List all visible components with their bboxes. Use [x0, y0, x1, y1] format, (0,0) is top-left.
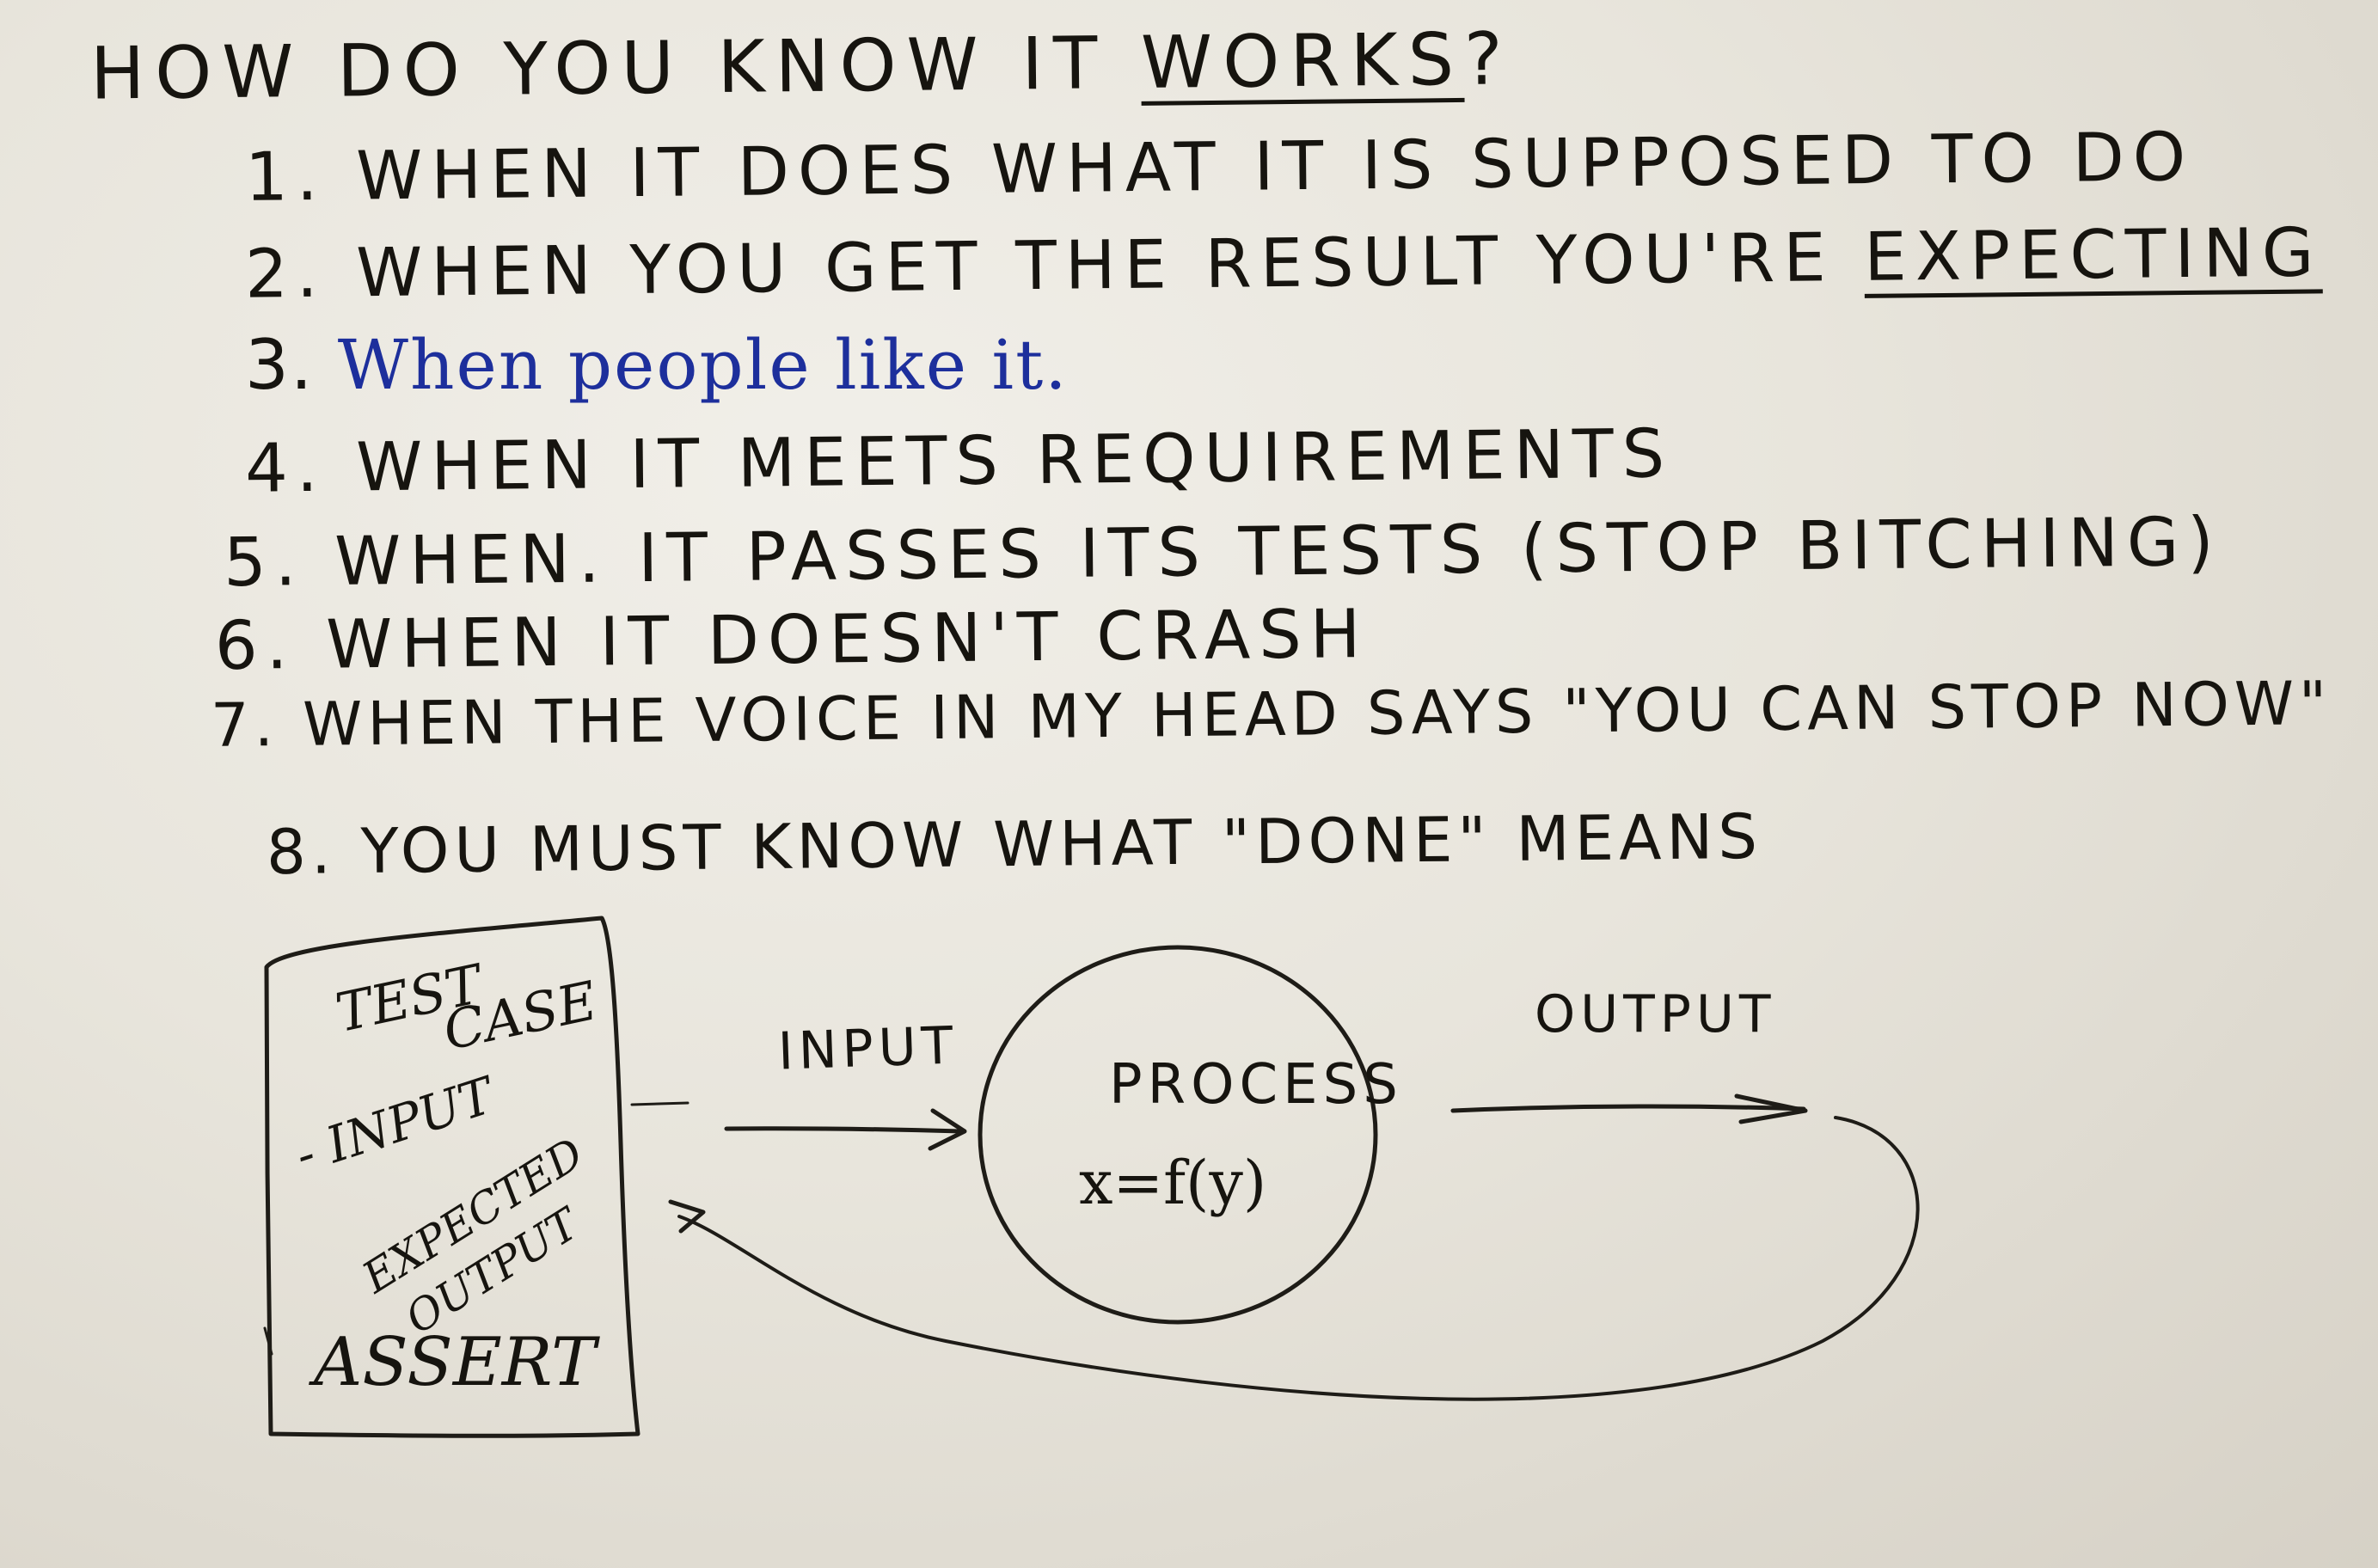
input-arrow [724, 1126, 964, 1134]
process-label: PROCESS [1109, 1053, 1403, 1117]
item-number: 3. [245, 325, 315, 405]
process-circle [978, 945, 1378, 1325]
input-label: INPUT [776, 1015, 959, 1082]
test-case-card: TEST CASE - INPUT EXPECTED OUTPUT ASSERT [258, 911, 628, 1444]
output-label: OUTPUT [1535, 984, 1776, 1044]
output-arrow [1450, 1104, 1806, 1113]
test-case-input: - INPUT [288, 1066, 500, 1185]
list-item-3: 3. When people like it. [245, 325, 1069, 405]
test-case-assert: ASSERT [314, 1324, 597, 1401]
test-case-box [264, 916, 640, 1438]
feedback-loop [677, 1116, 1920, 1401]
feedback-arrow-head [668, 1199, 706, 1234]
process-formula: x=f(y) [1079, 1148, 1267, 1218]
item-text: When people like it. [337, 325, 1069, 405]
output-arrow-head [1734, 1093, 1808, 1124]
input-arrow-head [928, 1108, 967, 1151]
